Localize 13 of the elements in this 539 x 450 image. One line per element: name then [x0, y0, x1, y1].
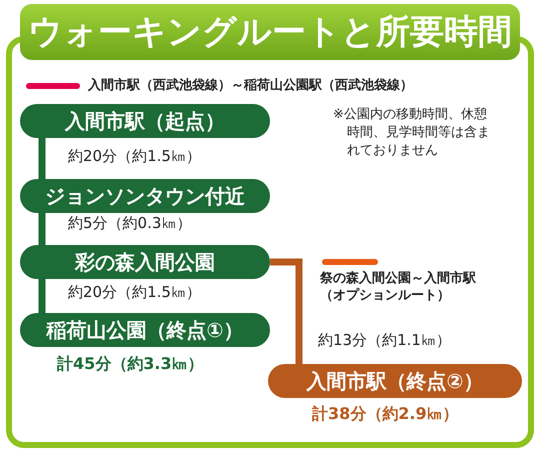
- route-line: [38, 138, 46, 179]
- station-pill: 入間市駅（終点②）: [268, 364, 522, 398]
- note-text: ※公園内の移動時間、休憩時間、見学時間等は含まれておりません: [333, 106, 491, 160]
- total-time: 計45分（約3.3㎞）: [57, 354, 204, 375]
- route-line: [38, 213, 46, 245]
- title-banner: ウォーキングルートと所要時間: [20, 4, 520, 60]
- total-time: 計38分（約2.9㎞）: [312, 404, 459, 425]
- legend-text: 入間市駅（西武池袋線）～稲荷山公園駅（西武池袋線）: [88, 77, 414, 94]
- station-pill: 稲荷山公園（終点①）: [20, 313, 270, 347]
- station-pill: ジョンソンタウン付近: [20, 179, 270, 213]
- station-pill: 入間市駅（起点）: [20, 104, 270, 138]
- station-pill: 彩の森入間公園: [20, 245, 270, 279]
- legend-text: 祭の森入間公園～入間市駅（オプションルート）: [320, 270, 477, 304]
